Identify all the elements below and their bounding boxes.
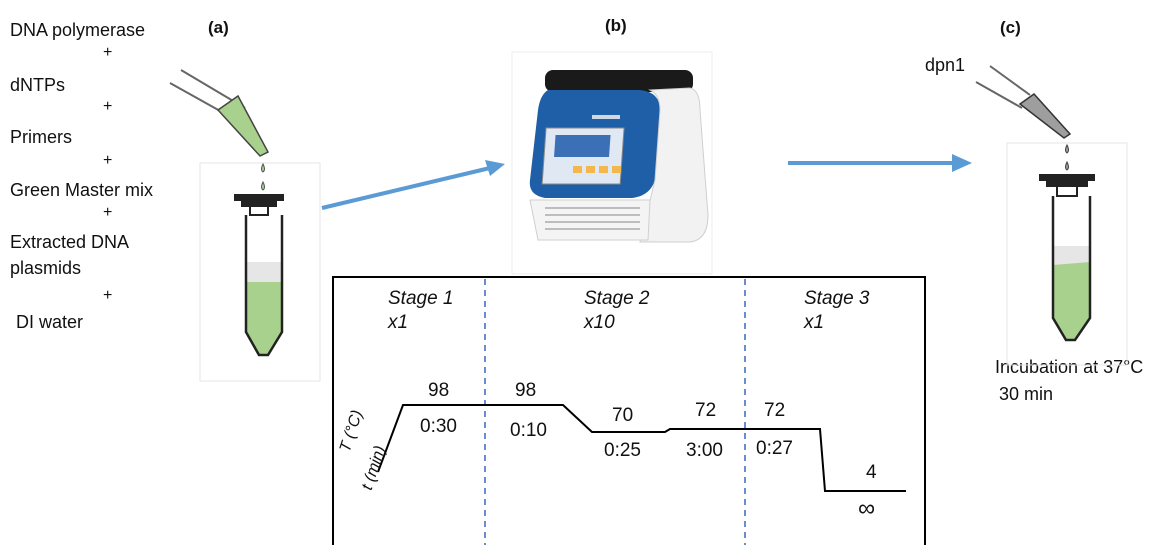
arrow-b-to-c: [788, 154, 972, 172]
time-value: ∞: [858, 495, 876, 522]
thermal-cycler-image: [511, 51, 713, 275]
time-value: 0:30: [420, 416, 457, 437]
reagent-dna-polymerase: DNA polymerase: [10, 20, 146, 40]
incubation-time: 30 min: [999, 384, 1054, 404]
pipette-icon: [975, 65, 1072, 171]
panel-label-b: (b): [605, 16, 627, 35]
reagent-dntps: dNTPs: [10, 75, 66, 95]
reagent-plasmids: plasmids: [10, 258, 82, 278]
plus-sign: +: [103, 44, 113, 61]
temp-value: 4: [866, 462, 877, 483]
temp-value: 98: [515, 380, 537, 401]
time-value: 0:27: [756, 438, 793, 459]
temp-value: 98: [428, 380, 450, 401]
plus-sign: +: [103, 98, 113, 115]
time-value: 3:00: [686, 440, 723, 461]
plus-sign: +: [103, 152, 113, 169]
panel-label-a: (a): [208, 18, 229, 37]
tube-c-icon: [1039, 174, 1095, 342]
plus-sign: +: [103, 287, 113, 304]
pcr-program-box: [332, 276, 926, 545]
panel-label-c: (c): [1000, 18, 1021, 37]
incubation-label: Incubation at 37°C: [995, 357, 1144, 377]
reagent-green-master-mix: Green Master mix: [10, 180, 154, 200]
arrow-a-to-b: [321, 160, 505, 210]
pipette-icon: [169, 69, 270, 191]
time-value: 0:10: [510, 420, 547, 441]
enzyme-label: dpn1: [925, 55, 966, 75]
reagent-extracted-dna: Extracted DNA: [10, 232, 130, 252]
temperature-profile-line: [377, 404, 906, 492]
tube-a-frame: [199, 162, 321, 382]
plus-sign: +: [103, 204, 113, 221]
temp-value: 72: [764, 400, 786, 421]
tube-a-icon: [234, 194, 284, 357]
temp-value: 70: [612, 405, 634, 426]
temp-value: 72: [695, 400, 717, 421]
tube-c-frame: [1006, 142, 1128, 366]
reagent-di-water: DI water: [16, 312, 84, 332]
reagent-primers: Primers: [10, 127, 72, 147]
time-value: 0:25: [604, 440, 641, 461]
